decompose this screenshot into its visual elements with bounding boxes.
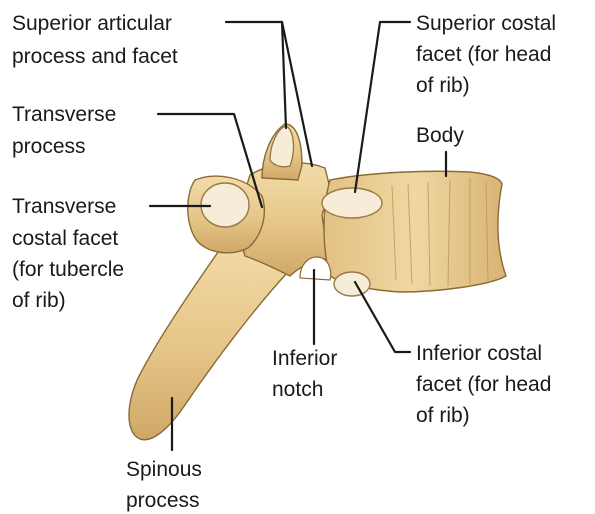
label-superior-articular: Superior articular process and facet [12,12,178,68]
superior-costal-facet-shape [322,188,382,218]
label-transverse-process: Transverse process [12,103,122,158]
label-spinous-process: Spinous process [126,458,208,512]
label-body: Body [416,124,464,147]
label-superior-costal-facet: Superior costal facet (for head of rib) [416,12,562,97]
leader-superior-articular [226,22,286,128]
leader-superior-costal [355,22,410,192]
label-inferior-costal-facet: Inferior costal facet (for head of rib) [416,342,557,427]
label-transverse-costal-facet: Transverse costal facet (for tubercle of… [12,195,130,312]
label-inferior-notch: Inferior notch [272,347,343,401]
inferior-costal-facet-shape [334,272,370,296]
superior-articular-facet-shape [270,126,293,167]
